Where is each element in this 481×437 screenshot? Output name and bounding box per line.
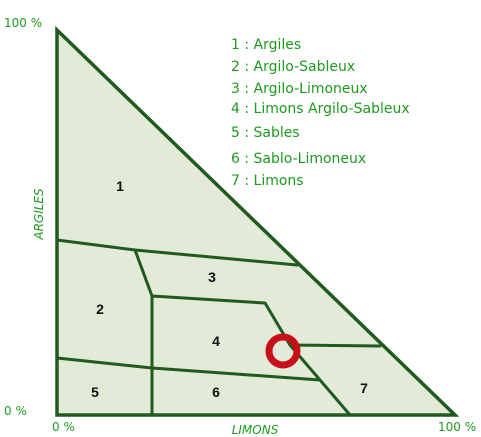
triangle-outline [55,25,460,417]
legend: 1 : Argiles 2 : Argilo-Sableux 3 : Argil… [231,37,410,189]
y-top-label: 100 % [4,16,42,30]
legend-item-5: 5 : Sables [231,125,300,141]
zone-boundaries [55,238,382,417]
legend-item-6: 6 : Sablo-Limoneux [231,151,366,167]
legend-item-4: 4 : Limons Argilo-Sableux [231,101,410,117]
zone-number-1: 1 [116,178,124,194]
legend-item-7: 7 : Limons [231,173,304,189]
zone-number-4: 4 [212,333,220,349]
x-right-label: 100 % [438,420,476,434]
x-axis-title: LIMONS [232,423,279,437]
x-left-label: 0 % [52,420,75,434]
legend-item-3: 3 : Argilo-Limoneux [231,81,368,97]
boundary-argilo-limoneux [150,294,382,348]
sample-marker [265,333,301,369]
zone-number-2: 2 [96,301,104,317]
y-bottom-label: 0 % [4,404,27,418]
boundary-sables [55,356,322,382]
zone-number-5: 5 [91,384,99,400]
zone-number-7: 7 [360,380,368,396]
y-axis-title: ARGILES [32,188,46,241]
legend-item-1: 1 : Argiles [231,37,301,53]
zone-number-3: 3 [208,269,216,285]
legend-item-2: 2 : Argilo-Sableux [231,59,355,75]
zone-number-6: 6 [212,384,220,400]
